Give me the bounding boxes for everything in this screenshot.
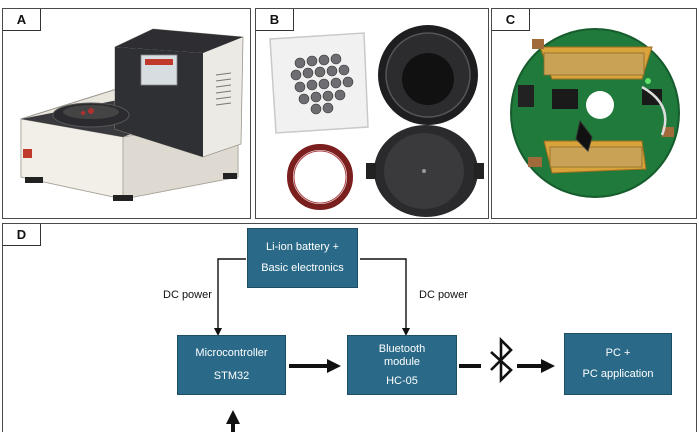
- panel-a-label: A: [3, 9, 41, 31]
- panel-d-label: D: [3, 224, 41, 246]
- edge-label-right: DC power: [419, 289, 468, 301]
- mcu-line2: STM32: [213, 370, 250, 382]
- bluetooth-node: Bluetooth module HC-05: [347, 335, 457, 395]
- instrument-photo: [20, 28, 244, 201]
- panel-d: D Li-ion battery + Basic electronics: [2, 223, 697, 432]
- pc-node: PC + PC application: [564, 333, 672, 395]
- panel-b-label: B: [256, 9, 294, 31]
- components-photo: [269, 25, 484, 217]
- dc-power-right-edge: [360, 258, 410, 336]
- pc-line1: PC +: [605, 347, 631, 359]
- bt-line1: Bluetooth: [378, 342, 426, 355]
- panel-c: C: [491, 8, 697, 219]
- battery-node: Li-ion battery + Basic electronics: [247, 228, 358, 288]
- panel-a: A: [2, 8, 251, 219]
- dc-power-left-edge: [214, 258, 246, 336]
- mcu-line1: Microcontroller: [195, 347, 268, 359]
- microcontroller-node: Microcontroller STM32: [177, 335, 286, 395]
- battery-line2: Basic electronics: [261, 262, 344, 274]
- pc-line2: PC application: [582, 368, 654, 380]
- panel-b: B: [255, 8, 489, 219]
- pcb-photo: [510, 28, 680, 198]
- battery-line1: Li-ion battery +: [265, 241, 340, 253]
- bt-line2: module: [383, 355, 421, 368]
- edge-label-left: DC power: [163, 289, 212, 301]
- bluetooth-icon: [490, 336, 513, 384]
- diagram-connectors: [214, 258, 555, 432]
- panel-c-label: C: [492, 9, 530, 31]
- bt-line3: HC-05: [386, 374, 418, 387]
